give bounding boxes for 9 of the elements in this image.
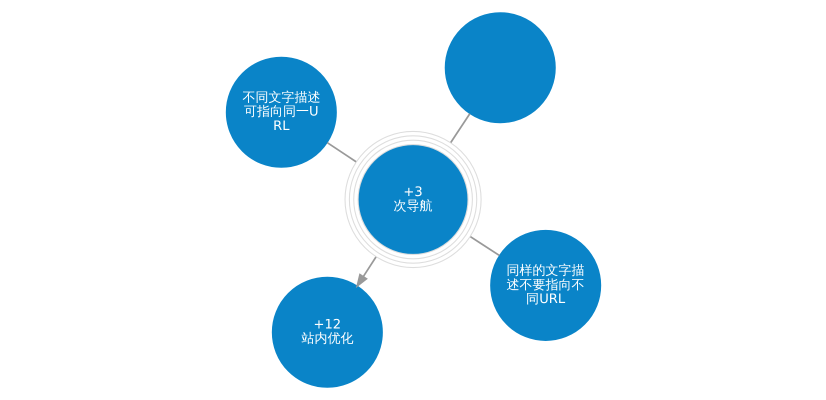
- arrow: [355, 256, 376, 288]
- node-circle: 同样的文字描述不要指向不同URL: [490, 230, 601, 341]
- node-circle: +3 次导航: [344, 130, 482, 268]
- node-circle: [444, 12, 556, 124]
- node-circle: +12 站内优化: [271, 276, 382, 388]
- node-circle: 不同文字描述可指向同一URL: [225, 56, 336, 168]
- connector: [326, 142, 356, 162]
- connector: [450, 113, 470, 143]
- connector: [469, 236, 500, 256]
